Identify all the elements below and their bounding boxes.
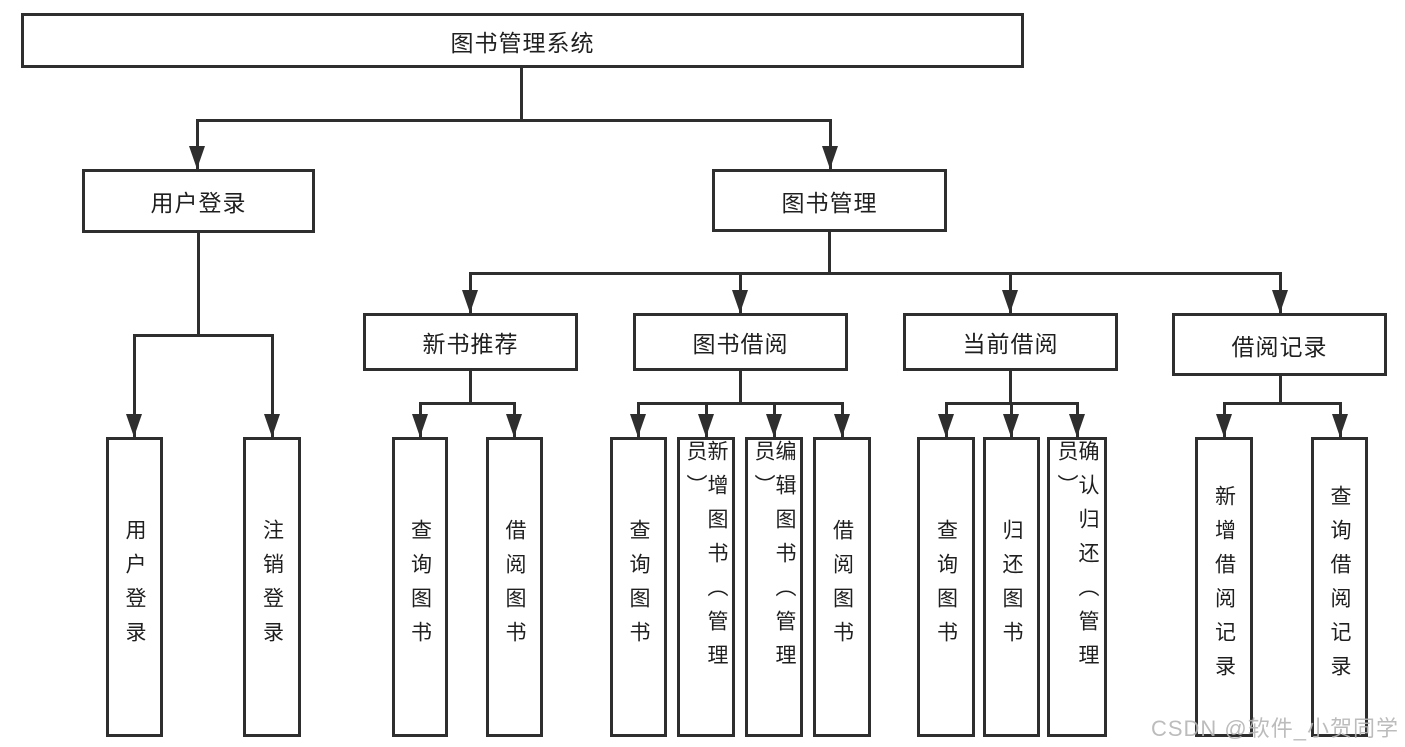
- node-book-management-label: 图书管理: [781, 189, 878, 216]
- arrowhead-icon: [732, 290, 748, 313]
- node-current-borrow: 当前借阅: [903, 313, 1118, 371]
- node-leaf-newbook-query-label: 查询图书: [408, 519, 432, 655]
- connector-line: [419, 402, 516, 405]
- node-leaf-borrow-edit-admin-label: 编辑图书（管理员）: [752, 440, 796, 678]
- node-root-label: 图书管理系统: [450, 29, 595, 56]
- node-user-login-label: 用户登录: [150, 190, 247, 216]
- connector-line: [637, 402, 844, 405]
- arrowhead-icon: [1002, 290, 1018, 313]
- node-leaf-borrow-query-label: 查询图书: [627, 519, 650, 655]
- arrowhead-icon: [1216, 414, 1232, 437]
- node-leaf-newbook-query: 查询图书: [392, 437, 448, 737]
- node-leaf-borrow-add-admin-label: 新增图书（管理员）: [684, 440, 728, 678]
- node-leaf-current-confirm-admin: 确认归还（管理员）: [1047, 437, 1107, 737]
- node-leaf-newbook-borrow: 借阅图书: [486, 437, 543, 737]
- node-leaf-borrow-query: 查询图书: [610, 437, 667, 737]
- node-leaf-record-query: 查询借阅记录: [1311, 437, 1368, 737]
- connector-line: [196, 119, 199, 169]
- arrowhead-icon: [630, 414, 646, 437]
- node-leaf-current-query-label: 查询图书: [934, 519, 958, 655]
- node-leaf-borrow-edit-admin: 编辑图书（管理员）: [745, 437, 803, 737]
- arrowhead-icon: [1272, 290, 1288, 313]
- connector-line: [1279, 376, 1282, 405]
- node-new-book-recommend-label: 新书推荐: [422, 331, 519, 357]
- watermark: CSDN @软件_小贺同学: [1150, 716, 1399, 741]
- arrowhead-icon: [189, 146, 205, 169]
- node-leaf-logout-label: 注销登录: [260, 519, 284, 655]
- connector-line: [1223, 402, 1342, 405]
- node-borrow-records-label: 借阅记录: [1231, 333, 1328, 360]
- node-leaf-current-return-label: 归还图书: [1000, 519, 1023, 655]
- node-new-book-recommend: 新书推荐: [363, 313, 578, 371]
- connector-line: [196, 119, 832, 122]
- arrowhead-icon: [834, 414, 850, 437]
- connector-line: [133, 334, 274, 337]
- connector-line: [197, 233, 200, 337]
- node-leaf-borrow-add-admin: 新增图书（管理员）: [677, 437, 735, 737]
- node-borrow-records: 借阅记录: [1172, 313, 1387, 376]
- connector-line: [829, 119, 832, 169]
- node-leaf-current-query: 查询图书: [917, 437, 975, 737]
- node-leaf-user-login: 用户登录: [106, 437, 163, 737]
- connector-line: [271, 334, 274, 437]
- connector-line: [1009, 371, 1012, 405]
- node-user-login: 用户登录: [82, 169, 315, 233]
- node-book-borrow: 图书借阅: [633, 313, 848, 371]
- connector-line: [520, 68, 523, 122]
- arrowhead-icon: [264, 414, 280, 437]
- node-leaf-user-login-label: 用户登录: [123, 519, 146, 655]
- node-leaf-logout: 注销登录: [243, 437, 301, 737]
- node-current-borrow-label: 当前借阅: [962, 331, 1059, 357]
- arrowhead-icon: [766, 414, 782, 437]
- node-book-borrow-label: 图书借阅: [692, 331, 789, 357]
- arrowhead-icon: [412, 414, 428, 437]
- node-leaf-borrow-borrow: 借阅图书: [813, 437, 871, 737]
- arrowhead-icon: [698, 414, 714, 437]
- node-leaf-record-query-label: 查询借阅记录: [1328, 485, 1351, 689]
- connector-line: [739, 371, 742, 405]
- connector-line: [469, 272, 1282, 275]
- node-leaf-current-return: 归还图书: [983, 437, 1040, 737]
- node-leaf-record-add: 新增借阅记录: [1195, 437, 1253, 737]
- node-book-management: 图书管理: [712, 169, 947, 232]
- arrowhead-icon: [938, 414, 954, 437]
- connector-line: [469, 371, 472, 405]
- arrowhead-icon: [126, 414, 142, 437]
- arrowhead-icon: [822, 146, 838, 169]
- connector-line: [133, 334, 136, 437]
- node-root: 图书管理系统: [21, 13, 1024, 68]
- arrowhead-icon: [506, 414, 522, 437]
- arrowhead-icon: [1069, 414, 1085, 437]
- node-leaf-record-add-label: 新增借阅记录: [1212, 485, 1236, 689]
- connector-line: [828, 232, 831, 275]
- node-leaf-newbook-borrow-label: 借阅图书: [503, 519, 526, 655]
- arrowhead-icon: [1332, 414, 1348, 437]
- arrowhead-icon: [1003, 414, 1019, 437]
- arrowhead-icon: [462, 290, 478, 313]
- node-leaf-borrow-borrow-label: 借阅图书: [830, 519, 854, 655]
- node-leaf-current-confirm-admin-label: 确认归还（管理员）: [1055, 440, 1099, 678]
